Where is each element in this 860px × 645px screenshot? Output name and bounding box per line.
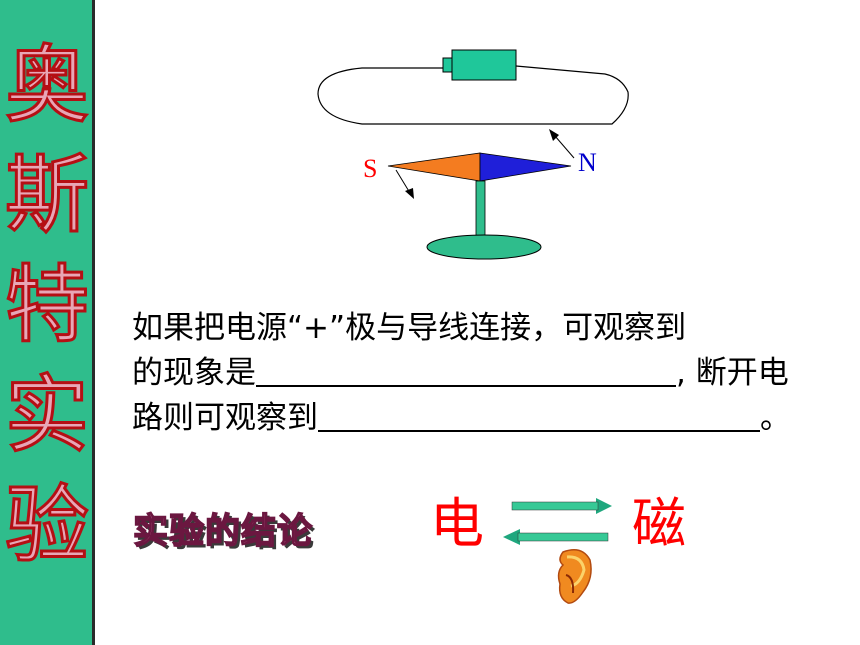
needle-north xyxy=(479,152,572,182)
arrow-right-body xyxy=(511,501,599,511)
magnetism-char: 磁 xyxy=(632,492,686,555)
rotation-arrowhead-s xyxy=(405,188,414,199)
battery-terminal xyxy=(442,57,453,73)
rotation-arrow-s xyxy=(395,169,411,194)
arrow-right-head xyxy=(596,498,612,514)
arrow-left-body xyxy=(517,532,609,542)
question-line-3-prefix: 路则可观察到 xyxy=(132,400,318,436)
needle-post xyxy=(475,180,486,238)
question-line-2-suffix: , 断开电 xyxy=(676,355,789,391)
title-char-5: 验 xyxy=(3,475,90,576)
title-char-1: 奥 xyxy=(3,35,90,136)
needle-south xyxy=(387,152,481,182)
wire-loop xyxy=(317,65,629,125)
sidebar-panel: 奥 斯 特 实 验 xyxy=(0,0,95,645)
title-char-3: 特 xyxy=(3,255,90,356)
question-line-3: 路则可观察到 。 xyxy=(132,396,847,441)
electricity-char: 电 xyxy=(430,492,484,555)
conclusion-label[interactable]: 实验的结论 xyxy=(132,511,314,553)
question-line-2: 的现象是 , 断开电 xyxy=(132,351,847,396)
question-line-3-suffix: 。 xyxy=(760,400,791,436)
vertical-title: 奥 斯 特 实 验 xyxy=(3,30,90,580)
answer-blank-2[interactable] xyxy=(318,400,760,432)
battery-body xyxy=(451,49,517,81)
pole-label-north: N xyxy=(578,148,597,177)
question-line-1: 如果把电源“+”极与导线连接，可观察到 xyxy=(132,310,687,346)
title-char-4: 实 xyxy=(3,365,90,466)
swirl-icon[interactable] xyxy=(557,549,592,604)
question-line-2-prefix: 的现象是 xyxy=(132,355,256,391)
rotation-arrowhead-n xyxy=(549,129,559,141)
title-char-2: 斯 xyxy=(3,145,90,246)
answer-blank-1[interactable] xyxy=(256,355,676,387)
arrow-left-head xyxy=(503,529,520,545)
pole-label-south: S xyxy=(363,154,378,183)
needle-base xyxy=(426,234,542,260)
rotation-arrow-n xyxy=(554,135,575,159)
